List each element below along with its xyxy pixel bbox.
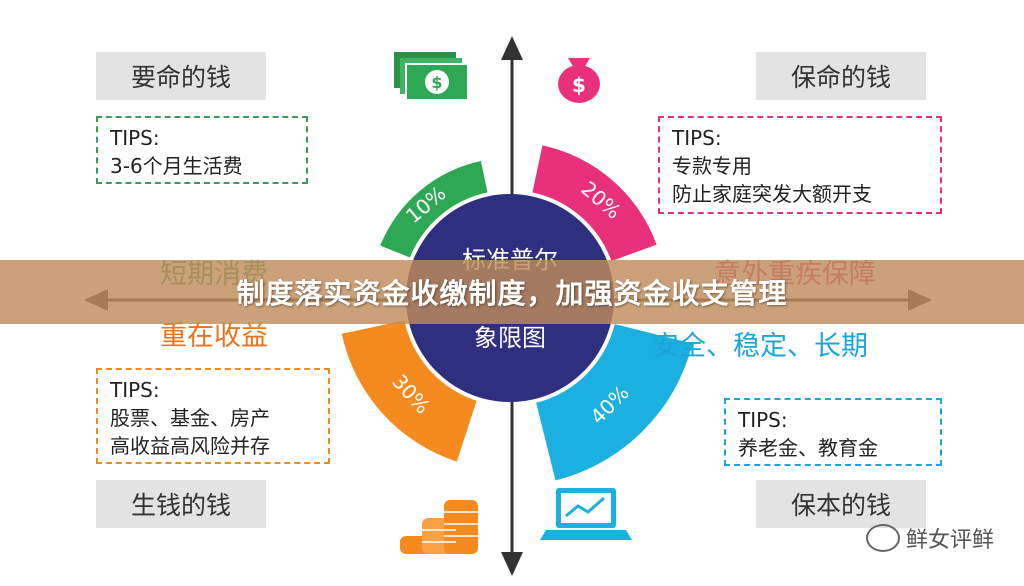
tips-bottom-left: TIPS: 股票、基金、房产 高收益高风险并存: [96, 368, 330, 464]
wechat-icon: [865, 524, 900, 552]
title-banner: 制度落实资金收缴制度，加强资金收支管理: [0, 260, 1024, 324]
tips-title: TIPS:: [672, 126, 722, 150]
watermark-text: 鲜女评鲜: [905, 528, 994, 553]
tips-line: 高收益高风险并存: [110, 434, 270, 458]
tips-line: 防止家庭突发大额开支: [672, 182, 872, 206]
banner-text: 制度落实资金收缴制度，加强资金收支管理: [236, 277, 788, 310]
segment-bottom-right: [536, 324, 693, 481]
segment-top-left: [380, 161, 488, 258]
side-label-right-bottom: 安全、稳定、长期: [652, 331, 868, 362]
tips-title: TIPS:: [110, 126, 160, 150]
label-bottom-left: 生钱的钱: [96, 480, 266, 528]
money-bag-icon: $: [558, 58, 600, 103]
svg-text:$: $: [431, 73, 442, 92]
center-line-2: 象限图: [474, 324, 546, 352]
tips-line: 专款专用: [672, 154, 752, 178]
watermark: 鲜女评鲜: [865, 522, 994, 554]
tips-line: 养老金、教育金: [738, 436, 878, 460]
axis-arrow-top: [501, 36, 523, 60]
axis-arrow-bottom: [501, 552, 523, 576]
svg-text:$: $: [572, 73, 586, 97]
tips-line: 股票、基金、房产: [110, 406, 270, 430]
label-top-right: 保命的钱: [756, 52, 926, 100]
tips-top-left: TIPS: 3-6个月生活费: [96, 116, 308, 184]
coin-stacks-icon: [400, 500, 478, 554]
tips-title: TIPS:: [110, 378, 160, 402]
tips-bottom-right: TIPS: 养老金、教育金: [724, 398, 942, 466]
segment-top-right: [532, 145, 657, 262]
tips-title: TIPS:: [738, 408, 788, 432]
label-top-left: 要命的钱: [96, 52, 266, 100]
tips-line: 3-6个月生活费: [110, 154, 243, 178]
ring-segments: 10%20%30%40%: [341, 145, 693, 481]
laptop-chart-icon: [540, 488, 632, 540]
label-bottom-right: 保本的钱: [756, 480, 926, 528]
side-label-left-bottom: 重在收益: [160, 321, 268, 352]
segment-bottom-left: [341, 320, 477, 462]
tips-top-right: TIPS: 专款专用 防止家庭突发大额开支: [658, 116, 942, 214]
dollar-bills-icon: $: [394, 52, 469, 101]
